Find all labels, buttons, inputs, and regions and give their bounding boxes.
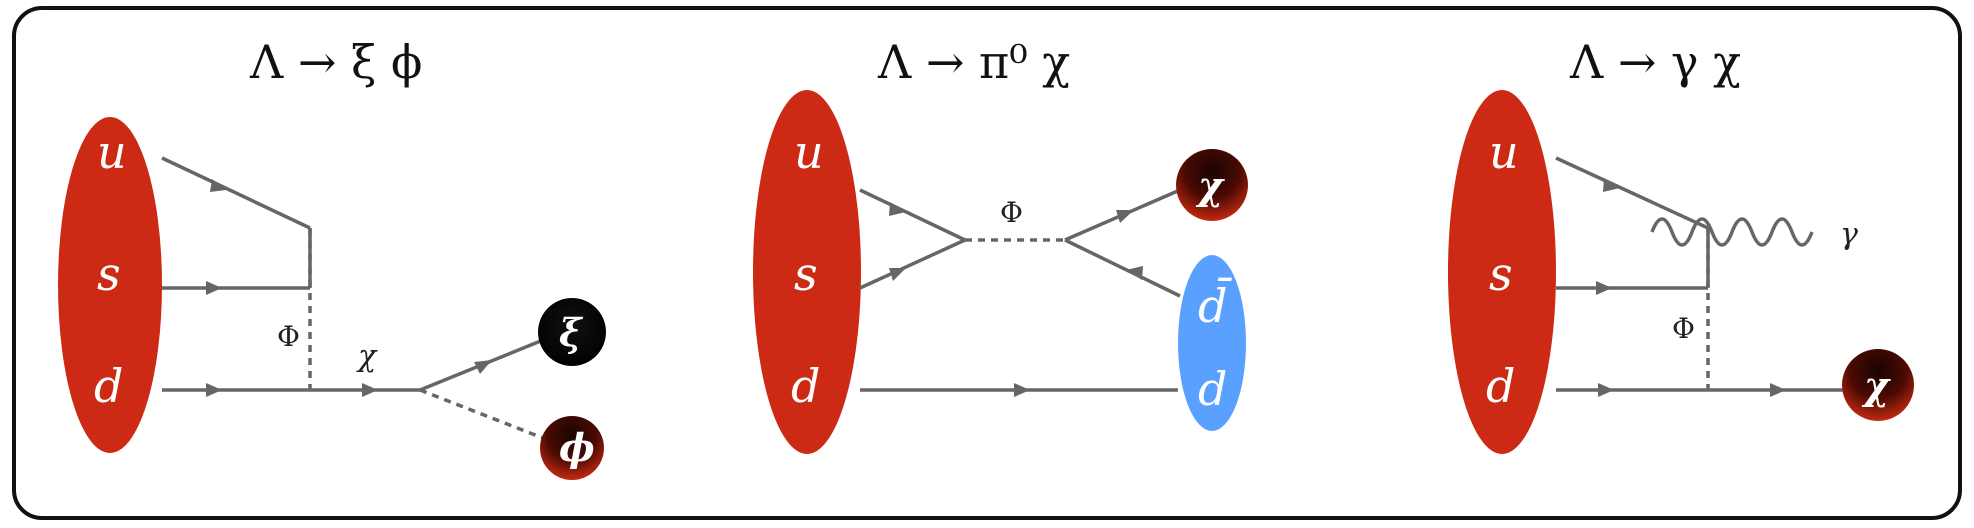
phi-label-2: Φ [1000,196,1023,229]
panel-1-title: Λ → ξ ϕ [249,35,422,89]
quark-u-3: u [1489,125,1519,179]
panel-3-title: Λ → γ χ [1569,35,1741,89]
chi-label-3: χ [1861,363,1891,408]
xi-particle [538,298,606,366]
quark-d: d [94,359,123,413]
u-arrow-3 [1603,178,1620,192]
phi-particle [540,416,604,480]
u-arrow [210,179,226,192]
chi-particle-3 [1842,349,1914,421]
panel-lambda-to-pi0-chi: Λ → π⁰ χ u s d Φ χ d̄ d [753,35,1248,454]
d-quark-meson: d [1198,362,1227,416]
s-arrow [206,281,222,295]
d-arrow-3 [1598,383,1614,397]
u-quark-line-2 [859,188,966,242]
quark-u: u [97,125,127,179]
panel-2-title: Λ → π⁰ χ [877,35,1070,89]
s-arrow-2 [889,268,906,281]
panel-lambda-to-gamma-chi: Λ → γ χ u s d γ Φ χ [1448,35,1914,454]
s-quark-line-2 [859,238,966,290]
quark-s-3: s [1489,247,1513,301]
quark-d-3: d [1486,359,1515,413]
pi0-meson-blob [1178,255,1246,431]
phi-final-line [419,388,549,442]
chi-arrow [362,383,378,397]
d-arrow-2 [1014,383,1030,397]
u-quark-line-3 [1555,156,1709,230]
quark-s: s [97,247,121,301]
phi-final-label: ϕ [559,425,595,470]
quark-d-2: d [791,359,820,413]
dbar-quark: d̄ [1198,276,1232,333]
quark-u-2: u [794,125,824,179]
chi-arrow-3 [1770,383,1786,397]
u-arrow-2 [889,202,906,216]
panel-lambda-to-xi-phi: Λ → ξ ϕ u s d Φ χ ξ ϕ [58,35,606,480]
gamma-label: γ [1840,217,1858,252]
d-arrow [206,383,222,397]
chi-label-2: χ [1195,163,1225,208]
phi-label: Φ [277,320,300,353]
chi-particle-2 [1176,149,1248,221]
xi-arrow [474,360,492,374]
dbar-line [1064,238,1181,298]
u-quark-line [161,156,311,230]
lambda-baryon-blob-3 [1448,90,1556,454]
chi-arrow-2 [1116,210,1134,223]
lambda-baryon-blob-2 [753,90,861,454]
s-arrow-3 [1596,281,1612,295]
phi-label-3: Φ [1672,312,1695,345]
quark-s-2: s [794,247,818,301]
photon-wavy-line [1650,217,1814,247]
dbar-arrow [1126,266,1143,280]
xi-label: ξ [559,310,584,355]
lambda-baryon-blob [58,117,162,453]
chi-intermediate-label: χ [356,339,378,374]
